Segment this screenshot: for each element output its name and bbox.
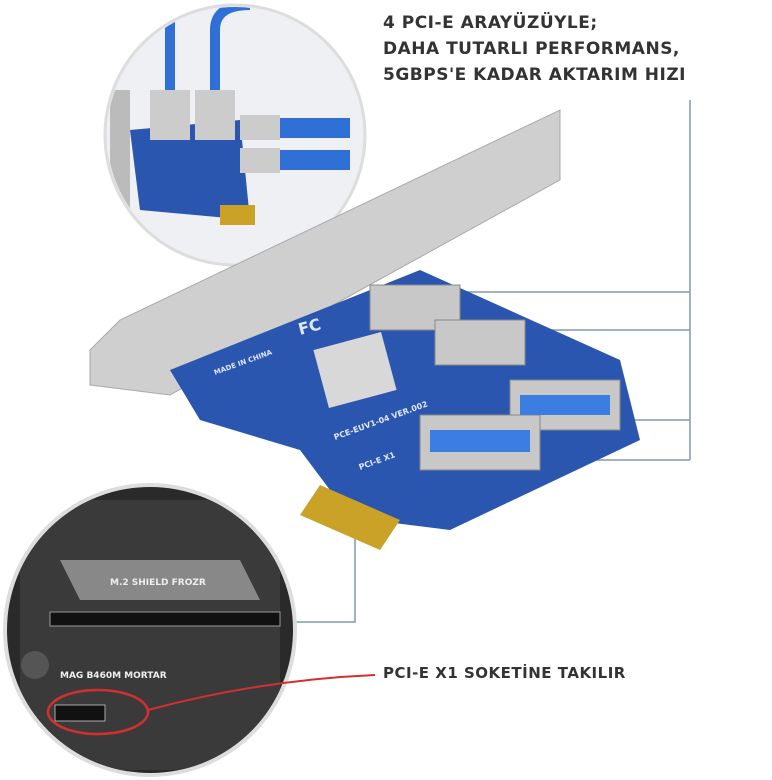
- shield-label: M.2 SHIELD FROZR: [110, 578, 206, 588]
- heatsink: [313, 331, 397, 409]
- headline-line-3: 5GBPS'E KADAR AKTARIM HIZI: [383, 65, 687, 85]
- socket-caption: PCI-E X1 SOKETİNE TAKILIR: [383, 664, 626, 682]
- metal-bracket: [89, 109, 561, 396]
- headline-line-2: DAHA TUTARLI PERFORMANS,: [383, 39, 680, 59]
- model-label: MAG B460M MORTAR: [60, 671, 167, 681]
- headline-line-1: 4 PCI-E ARAYÜZÜYLE;: [383, 13, 598, 33]
- socket-highlight: [46, 688, 150, 736]
- feature-headline: 4 PCI-E ARAYÜZÜYLE; DAHA TUTARLI PERFORM…: [383, 10, 686, 88]
- gold-connector: [300, 485, 400, 550]
- motherboard-inset: M.2 SHIELD FROZR MAG B460M MORTAR: [3, 483, 297, 777]
